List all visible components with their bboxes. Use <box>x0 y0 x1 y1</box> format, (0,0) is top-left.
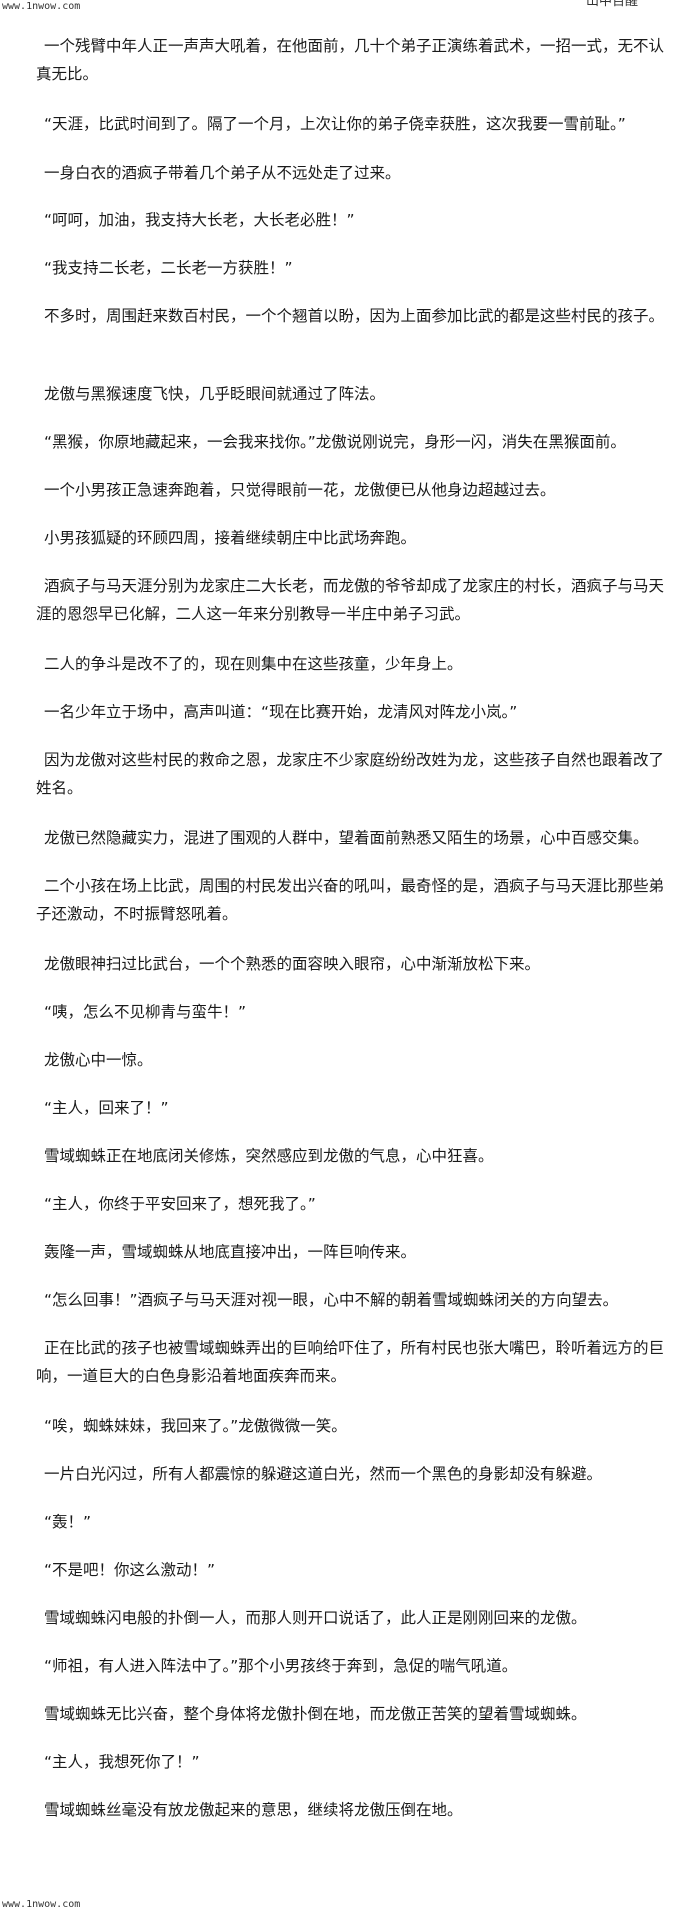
paragraph: “师祖，有人进入阵法中了。”那个小男孩终于奔到，急促的喘气吼道。 <box>44 1657 518 1675</box>
paragraph: 一片白光闪过，所有人都震惊的躲避这道白光，然而一个黑色的身影却没有躲避。 <box>44 1465 603 1483</box>
paragraph: “不是吧！你这么激动！” <box>44 1561 216 1579</box>
paragraph: “主人，你终于平安回来了，想死我了。” <box>44 1195 316 1213</box>
paragraph: 一身白衣的酒疯子带着几个弟子从不远处走了过来。 <box>44 164 401 182</box>
paragraph: 二人的争斗是改不了的，现在则集中在这些孩童，少年身上。 <box>44 655 463 673</box>
paragraph: “呵呵，加油，我支持大长老，大长老必胜！” <box>44 211 355 229</box>
paragraph: “轰！” <box>44 1513 92 1531</box>
paragraph: 龙傲与黑猴速度飞快，几乎眨眼间就通过了阵法。 <box>44 385 386 403</box>
paragraph: 一名少年立于场中，高声叫道：“现在比赛开始，龙清风对阵龙小岚。” <box>44 703 518 721</box>
paragraph: 龙傲眼神扫过比武台，一个个熟悉的面容映入眼帘，心中渐渐放松下来。 <box>44 955 541 973</box>
paragraph: 雪域蜘蛛闪电般的扑倒一人，而那人则开口说话了，此人正是刚刚回来的龙傲。 <box>44 1609 587 1627</box>
paragraph: 轰隆一声，雪域蜘蛛从地底直接冲出，一阵巨响传来。 <box>44 1243 417 1261</box>
paragraph: “天涯，比武时间到了。隔了一个月，上次让你的弟子侥幸获胜，这次我要一雪前耻。” <box>44 115 626 133</box>
paragraph: 因为龙傲对这些村民的救命之恩，龙家庄不少家庭纷纷改姓为龙，这些孩子自然也跟着改了… <box>36 751 665 797</box>
paragraph: “主人，我想死你了！” <box>44 1753 200 1771</box>
paragraph: “主人，回来了！” <box>44 1099 169 1117</box>
paragraph: “我支持二长老，二长老一方获胜！” <box>44 259 293 277</box>
paragraph: “唉，蜘蛛妹妹，我回来了。”龙傲微微一笑。 <box>44 1417 347 1435</box>
paragraph: 龙傲已然隐藏实力，混进了围观的人群中，望着面前熟悉又陌生的场景，心中百感交集。 <box>44 829 649 847</box>
paragraph: 雪域蜘蛛正在地底闭关修炼，突然感应到龙傲的气息，心中狂喜。 <box>44 1147 494 1165</box>
paragraph: 二个小孩在场上比武，周围的村民发出兴奋的吼叫，最奇怪的是，酒疯子与马天涯比那些弟… <box>36 877 665 923</box>
paragraph: 雪域蜘蛛丝毫没有放龙傲起来的意思，继续将龙傲压倒在地。 <box>44 1801 463 1819</box>
paragraph: 雪域蜘蛛无比兴奋，整个身体将龙傲扑倒在地，而龙傲正苦笑的望着雪域蜘蛛。 <box>44 1705 587 1723</box>
paragraph: 龙傲心中一惊。 <box>44 1051 153 1069</box>
paragraph: “怎么回事！”酒疯子与马天涯对视一眼，心中不解的朝着雪域蜘蛛闭关的方向望去。 <box>44 1291 619 1309</box>
paragraph: 正在比武的孩子也被雪域蜘蛛弄出的巨响给吓住了，所有村民也张大嘴巴，聆听着远方的巨… <box>36 1339 665 1385</box>
site-watermark-top: www.1nwow.com <box>2 1 81 12</box>
paragraph: 酒疯子与马天涯分别为龙家庄二大长老，而龙傲的爷爷却成了龙家庄的村长，酒疯子与马天… <box>36 577 665 623</box>
clipped-header-text: 山中百醒 <box>586 0 639 8</box>
paragraph: 一个小男孩正急速奔跑着，只觉得眼前一花，龙傲便已从他身边超越过去。 <box>44 481 556 499</box>
site-watermark-bottom: www.1nwow.com <box>2 1899 81 1910</box>
paragraph: “咦，怎么不见柳青与蛮牛！” <box>44 1003 247 1021</box>
paragraph: 小男孩狐疑的环顾四周，接着继续朝庄中比武场奔跑。 <box>44 529 417 547</box>
paragraph: 不多时，周围赶来数百村民，一个个翘首以盼，因为上面参加比武的都是这些村民的孩子。 <box>44 307 665 325</box>
paragraph: “黑猴，你原地藏起来，一会我来找你。”龙傲说刚说完，身形一闪，消失在黑猴面前。 <box>44 433 626 451</box>
paragraph: 一个残臂中年人正一声声大吼着，在他面前，几十个弟子正演练着武术，一招一式，无不认… <box>36 37 665 83</box>
